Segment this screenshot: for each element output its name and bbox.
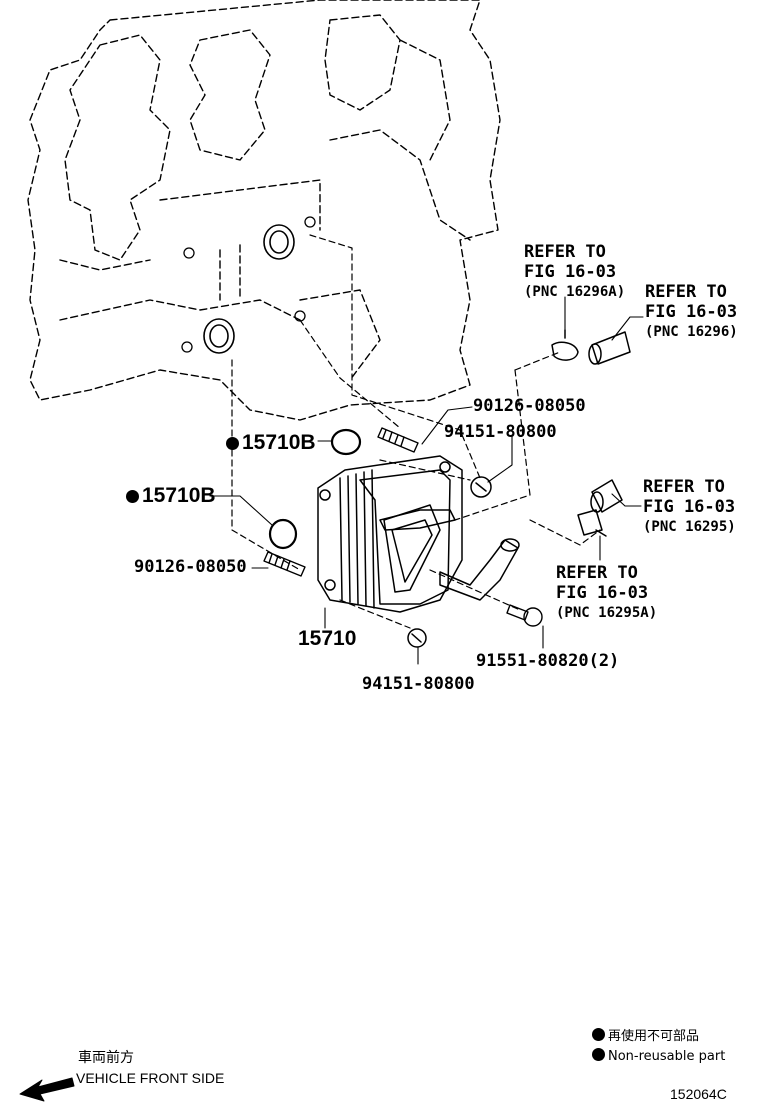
callout-oring-upper: 15710B [226, 432, 316, 453]
refer-fig: FIG 16-03 [556, 583, 649, 603]
callout-plug-lower: 94151-80800 [362, 674, 475, 694]
callout-oring-lower: 15710B [126, 485, 216, 506]
oil-cooler [317, 455, 520, 613]
refer-line: REFER TO [643, 477, 725, 497]
refer-to-16295a[interactable]: REFER TO FIG 16-03 (PNC 16295A) [556, 563, 657, 623]
non-reusable-marker-icon [226, 437, 239, 450]
refer-pnc: (PNC 16295A) [556, 605, 658, 621]
legend-text-en: Non-reusable part [608, 1049, 726, 1064]
o-ring-lower [268, 518, 298, 550]
callout-stud-upper: 90126-08050 [473, 396, 586, 416]
engine-block-outline [27, 0, 501, 421]
hose-upper [588, 331, 631, 365]
front-side-jp: 車両前方 [78, 1049, 134, 1065]
refer-to-16296[interactable]: REFER TO FIG 16-03 (PNC 16296) [645, 282, 738, 342]
front-arrow-icon [19, 1077, 75, 1102]
plug-upper [470, 476, 492, 498]
non-reusable-marker-icon [126, 490, 139, 503]
stud-lower [263, 551, 306, 577]
legend-nonreusable-en: Non-reusable part [592, 1048, 725, 1063]
refer-fig: FIG 16-03 [645, 302, 738, 322]
hose-lower [590, 479, 623, 513]
refer-to-16295[interactable]: REFER TO FIG 16-03 (PNC 16295) [643, 477, 736, 537]
block-port-upper [263, 224, 295, 260]
part-number: 15710B [242, 431, 316, 454]
refer-fig: FIG 16-03 [524, 262, 617, 282]
callout-stud-lower: 90126-08050 [134, 557, 247, 577]
refer-pnc: (PNC 16296A) [524, 284, 626, 300]
hose-clamp-lower [577, 509, 607, 537]
o-ring-upper [330, 428, 362, 456]
plug-lower [407, 628, 427, 648]
legend-nonreusable-jp: 再使用不可部品 [592, 1028, 699, 1043]
non-reusable-marker-icon [592, 1028, 605, 1041]
front-side-en: VEHICLE FRONT SIDE [76, 1070, 225, 1086]
callout-oil-cooler: 15710 [298, 627, 357, 650]
refer-pnc: (PNC 16296) [645, 324, 738, 340]
union-bolt [506, 604, 543, 627]
callout-leaders [209, 296, 644, 665]
block-bolt-holes [181, 216, 316, 353]
callout-union-bolt: 91551-80820(2) [476, 651, 620, 671]
block-port-lower [203, 318, 235, 354]
part-number: 15710B [142, 484, 216, 507]
refer-line: REFER TO [645, 282, 727, 302]
refer-line: REFER TO [524, 242, 606, 262]
hose-clamp-upper [551, 329, 579, 361]
non-reusable-marker-icon [592, 1048, 605, 1061]
refer-fig: FIG 16-03 [643, 497, 736, 517]
legend-text-jp: 再使用不可部品 [608, 1029, 700, 1044]
refer-to-16296a[interactable]: REFER TO FIG 16-03 (PNC 16296A) [524, 242, 625, 302]
figure-id: 152064C [670, 1086, 727, 1102]
callout-plug-upper: 94151-80800 [444, 422, 557, 442]
refer-pnc: (PNC 16295) [643, 519, 736, 535]
refer-line: REFER TO [556, 563, 638, 583]
stud-upper [377, 427, 419, 453]
